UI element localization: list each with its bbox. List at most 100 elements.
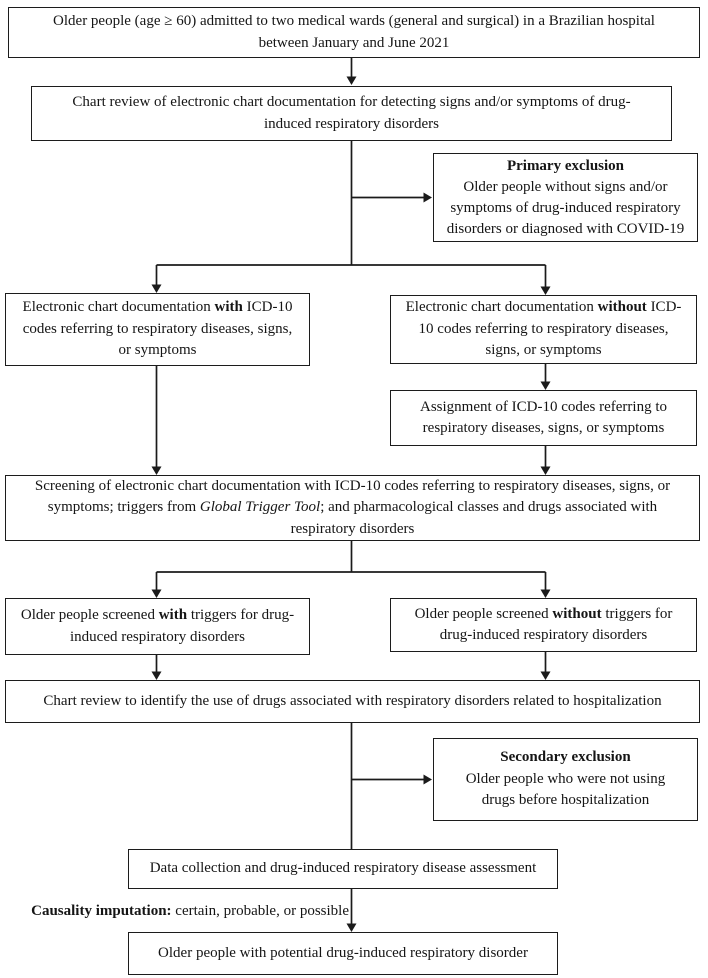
- node-screening: Screening of electronic chart documentat…: [5, 475, 700, 541]
- text-line: Screening of electronic chart documentat…: [35, 476, 670, 498]
- text-segment: Electronic chart documentation: [405, 299, 598, 316]
- causality-imputation-label: Causality imputation: certain, probable,…: [0, 899, 349, 923]
- node-triggers-with: Older people screened with triggers for …: [5, 598, 310, 655]
- text-segment: induced respiratory disorders: [264, 115, 439, 132]
- text-line: Chart review to identify the use of drug…: [43, 691, 661, 713]
- text-segment: Chart review of electronic chart documen…: [72, 94, 631, 110]
- text-segment: triggers for: [601, 605, 673, 622]
- arrow-icd-with-to-screening: [151, 366, 162, 475]
- text-line: Chart review of electronic chart documen…: [72, 92, 630, 114]
- node-final-population: Older people with potential drug-induced…: [128, 932, 558, 975]
- text-line: respiratory diseases, signs, or symptoms: [420, 418, 667, 440]
- arrow-triggers-without-to-chart-review: [540, 652, 551, 680]
- node-chart-review-detection-text: Chart review of electronic chart documen…: [68, 92, 634, 135]
- node-icd-without: Electronic chart documentation without I…: [390, 295, 697, 364]
- node-primary-exclusion: Primary exclusion Older people without s…: [433, 153, 698, 242]
- text-segment: Data collection and drug-induced respira…: [149, 860, 537, 877]
- split-bar-icd: [151, 264, 551, 295]
- text-segment: Older people screened: [414, 605, 553, 622]
- text-line: Assignment of ICD-10 codes referring to: [420, 397, 667, 419]
- node-triggers-without-text: Older people screened without triggers f…: [411, 604, 677, 647]
- node-screening-text: Screening of electronic chart documentat…: [31, 476, 674, 541]
- text-segment: Chart review to identify the use of drug…: [43, 692, 662, 709]
- text-segment: symptoms of drug-induced respiratory: [450, 199, 681, 216]
- text-line: 10 codes referring to respiratory diseas…: [406, 319, 682, 341]
- split-bar-triggers: [151, 541, 551, 598]
- node-icd-assignment-text: Assignment of ICD-10 codes referring to …: [416, 397, 671, 440]
- text-line: between January and June 2021: [53, 33, 655, 55]
- node-icd-without-text: Electronic chart documentation without I…: [402, 297, 686, 362]
- node-data-collection: Data collection and drug-induced respira…: [128, 849, 558, 889]
- node-population-text: Older people (age ≥ 60) admitted to two …: [49, 11, 659, 54]
- node-chart-review-drugs: Chart review to identify the use of drug…: [5, 680, 700, 723]
- causality-imputation-label-bold: Causality imputation:: [31, 903, 172, 919]
- text-segment: Assignment of ICD-10 codes referring to: [419, 398, 668, 415]
- text-segment: respiratory disorders: [290, 520, 415, 537]
- node-triggers-without: Older people screened without triggers f…: [390, 598, 697, 652]
- text-segment: Older people without signs and/or: [463, 178, 668, 195]
- text-segment: disorders or diagnosed with COVID-19: [446, 220, 685, 237]
- text-line: respiratory disorders: [35, 519, 670, 541]
- primary-exclusion-title: Primary exclusion: [506, 157, 625, 174]
- text-segment: ICD-10: [242, 299, 293, 316]
- node-chart-review-drugs-text: Chart review to identify the use of drug…: [39, 691, 665, 713]
- text-segment: Electronic chart documentation: [22, 299, 215, 316]
- text-segment: Screening of electronic chart documentat…: [34, 477, 671, 494]
- text-line: Electronic chart documentation with ICD-…: [23, 297, 293, 319]
- text-line: induced respiratory disorders: [72, 114, 630, 136]
- text-segment: between January and June 2021: [258, 34, 450, 51]
- text-segment: drugs before hospitalization: [481, 792, 650, 809]
- text-line: Older people (age ≥ 60) admitted to two …: [53, 11, 655, 33]
- text-segment: with: [214, 299, 243, 316]
- text-line: induced respiratory disorders: [21, 627, 294, 649]
- text-segment: 10 codes referring to respiratory diseas…: [418, 320, 669, 337]
- node-secondary-exclusion-text: Secondary exclusion Older people who wer…: [462, 747, 670, 812]
- text-segment: Global Trigger Tool: [199, 499, 321, 516]
- text-line: drug-induced respiratory disorders: [415, 625, 673, 647]
- arrow-to-primary-exclusion: [351, 192, 432, 203]
- text-segment: Older people screened: [20, 607, 159, 623]
- text-segment: Older people who were not using: [465, 770, 666, 787]
- secondary-exclusion-title: Secondary exclusion: [500, 749, 631, 766]
- text-segment: symptoms; triggers from: [47, 499, 200, 516]
- text-segment: ; and pharmacological classes and drugs …: [320, 499, 658, 516]
- text-segment: without: [597, 299, 647, 316]
- node-icd-with: Electronic chart documentation with ICD-…: [5, 293, 310, 366]
- node-primary-exclusion-text: Primary exclusion Older people without s…: [443, 156, 688, 240]
- node-icd-assignment: Assignment of ICD-10 codes referring to …: [390, 390, 697, 446]
- arrow-assignment-to-screening: [540, 446, 551, 475]
- text-segment: without: [552, 605, 602, 622]
- arrow-population-to-chart-review: [346, 58, 357, 85]
- text-segment: with: [158, 607, 188, 623]
- node-secondary-exclusion: Secondary exclusion Older people who wer…: [433, 738, 698, 821]
- text-segment: triggers for drug-: [187, 607, 295, 623]
- arrow-triggers-with-to-chart-review: [151, 655, 162, 680]
- node-chart-review-detection: Chart review of electronic chart documen…: [31, 86, 672, 141]
- node-icd-with-text: Electronic chart documentation with ICD-…: [19, 297, 297, 362]
- text-line: or symptoms: [23, 340, 293, 362]
- text-segment: or symptoms: [118, 342, 197, 359]
- text-line: drugs before hospitalization: [466, 790, 666, 812]
- text-line: codes referring to respiratory diseases,…: [23, 319, 293, 341]
- text-line: Older people with potential drug-induced…: [158, 943, 528, 965]
- text-line: Electronic chart documentation without I…: [406, 297, 682, 319]
- node-final-population-text: Older people with potential drug-induced…: [154, 943, 532, 965]
- text-segment: respiratory diseases, signs, or symptoms: [422, 420, 665, 436]
- text-line: signs, or symptoms: [406, 340, 682, 362]
- text-line: disorders or diagnosed with COVID-19: [447, 219, 684, 240]
- text-segment: induced respiratory disorders: [70, 628, 245, 645]
- node-data-collection-text: Data collection and drug-induced respira…: [146, 858, 541, 880]
- text-line: Data collection and drug-induced respira…: [150, 858, 537, 880]
- causality-imputation-label-rest: certain, probable, or possible: [171, 903, 349, 919]
- arrow-to-secondary-exclusion: [351, 774, 432, 785]
- node-triggers-with-text: Older people screened with triggers for …: [17, 605, 298, 648]
- text-segment: codes referring to respiratory diseases,…: [22, 320, 293, 337]
- text-line: Older people without signs and/or: [447, 177, 684, 198]
- arrow-icd-without-to-assignment: [540, 364, 551, 390]
- text-line: Older people who were not using: [466, 769, 666, 791]
- text-segment: signs, or symptoms: [485, 342, 602, 359]
- text-line: symptoms; triggers from Global Trigger T…: [35, 497, 670, 519]
- text-segment: drug-induced respiratory disorders: [439, 627, 648, 643]
- text-line: Older people screened without triggers f…: [415, 604, 673, 626]
